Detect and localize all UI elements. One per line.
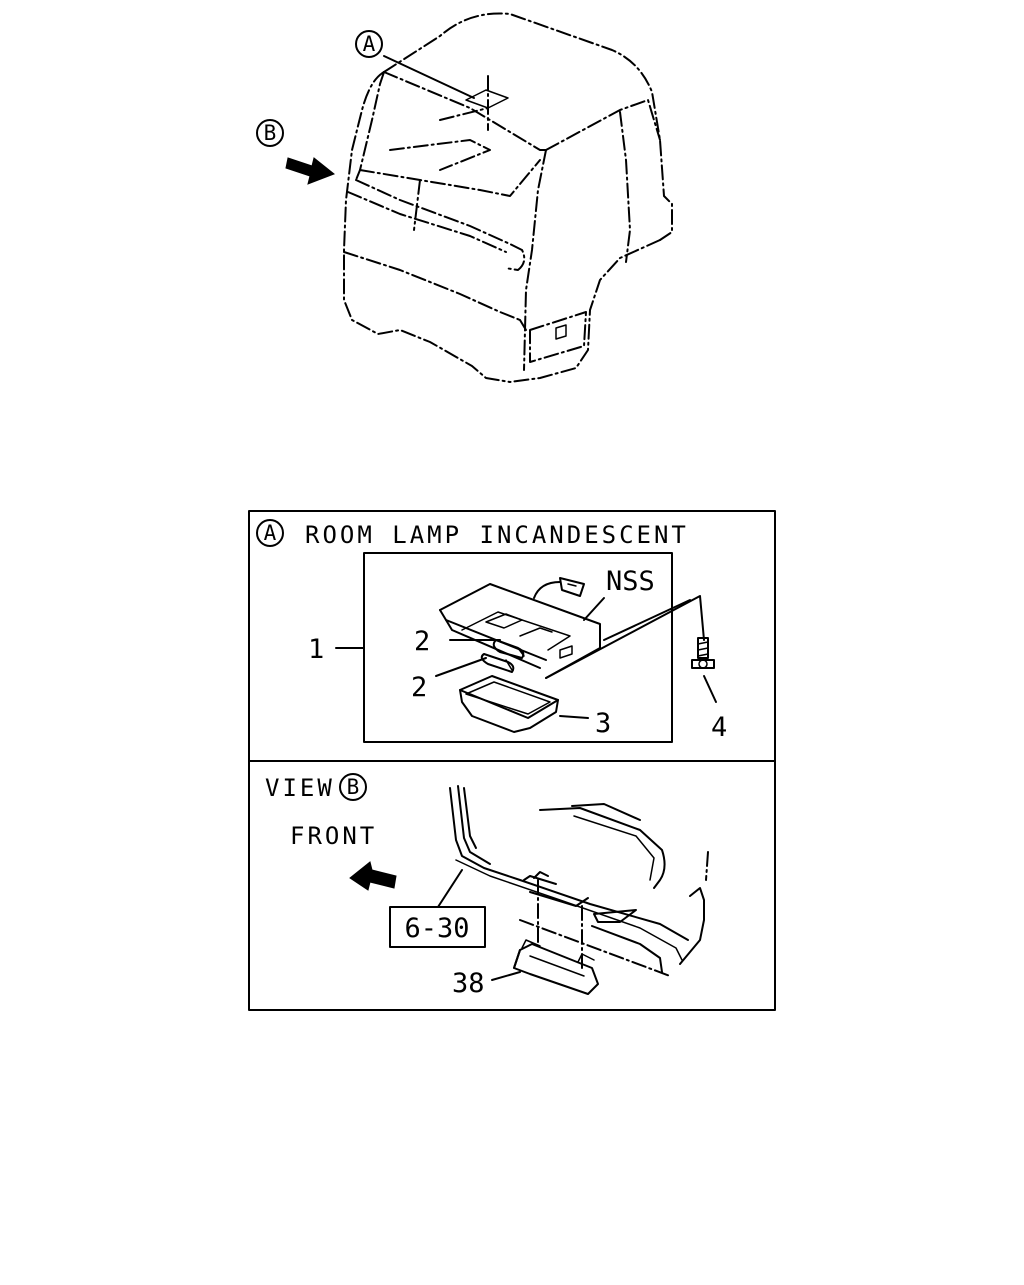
view-label: VIEW — [265, 774, 335, 802]
arrow-right-icon — [285, 157, 335, 185]
rear-room-lamp — [513, 939, 599, 995]
part-label-38: 38 — [452, 968, 485, 999]
callout-a: A — [355, 30, 383, 58]
panel-a-title: ROOM LAMP INCANDESCENT — [305, 521, 689, 549]
detail-panels — [248, 510, 776, 1011]
ceiling-structure — [449, 785, 709, 977]
panel-b-marker: B — [347, 775, 360, 799]
front-label: FRONT — [290, 822, 377, 850]
part-label-3: 3 — [595, 708, 611, 739]
part-label-2-lower: 2 — [411, 672, 427, 703]
bulb-upper — [492, 639, 525, 659]
callout-b: B — [256, 119, 284, 147]
reference-number: 6-30 — [404, 913, 469, 944]
part-label-2-upper: 2 — [414, 626, 430, 657]
panel-view-b: VIEW B FRONT — [265, 773, 709, 999]
part-label-1: 1 — [308, 634, 324, 665]
part-label-4: 4 — [711, 712, 727, 743]
callout-b-letter: B — [264, 121, 277, 145]
panel-a-marker: A — [264, 521, 277, 545]
lamp-lens — [459, 675, 559, 733]
arrow-left-icon — [349, 861, 397, 891]
nss-note: NSS — [606, 566, 655, 597]
reference-box: 6-30 — [389, 906, 486, 948]
bulb-lower — [480, 653, 515, 673]
bolt-icon — [691, 637, 715, 669]
truck-cab-illustration — [343, 12, 673, 383]
callout-a-letter: A — [363, 32, 376, 56]
panel-room-lamp: A ROOM LAMP INCANDESCENT — [256, 519, 727, 743]
